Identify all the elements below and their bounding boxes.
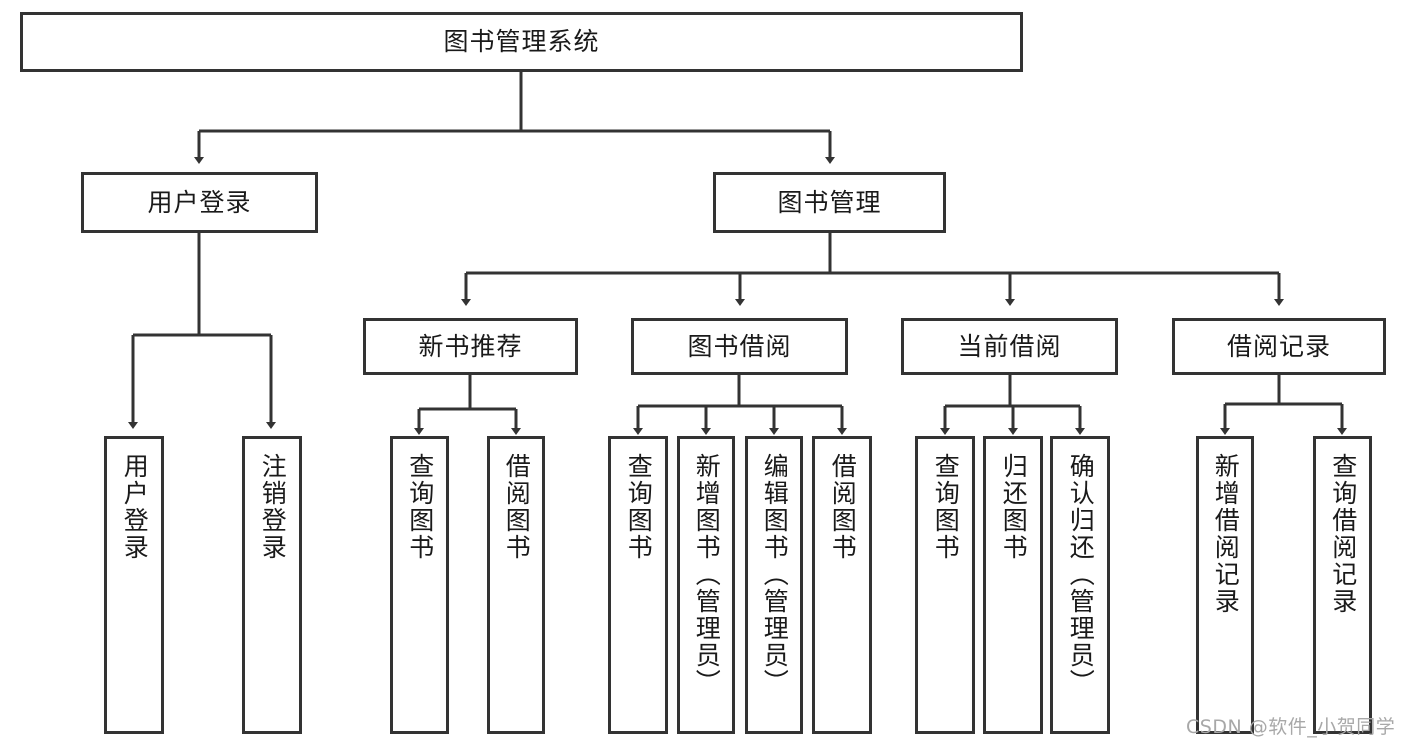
leaf-book-borrow-edit-book-admin[interactable]: 编辑图书（管理员） (745, 436, 803, 734)
node-current-borrow[interactable]: 当前借阅 (901, 318, 1118, 375)
node-label: 用户登录 (147, 187, 252, 217)
node-label: 查询借阅记录 (1328, 453, 1358, 615)
node-label: 新书推荐 (418, 331, 523, 361)
leaf-new-book-query-book[interactable]: 查询图书 (390, 436, 449, 734)
leaf-current-borrow-return-book[interactable]: 归还图书 (983, 436, 1043, 734)
leaf-user-login-logout[interactable]: 注销登录 (242, 436, 302, 734)
leaf-new-book-borrow-book[interactable]: 借阅图书 (487, 436, 545, 734)
node-new-book-recommend[interactable]: 新书推荐 (363, 318, 578, 375)
watermark: CSDN @软件_小贺同学 (1186, 716, 1396, 738)
node-label: 归还图书 (999, 453, 1029, 561)
node-label: 当前借阅 (957, 331, 1062, 361)
leaf-borrow-record-add-record[interactable]: 新增借阅记录 (1196, 436, 1254, 734)
node-borrow-record[interactable]: 借阅记录 (1172, 318, 1386, 375)
node-user-login[interactable]: 用户登录 (81, 172, 318, 233)
node-label: 图书借阅 (687, 331, 792, 361)
node-label: 确认归还（管理员） (1066, 453, 1096, 696)
node-label: 借阅记录 (1226, 331, 1331, 361)
node-label: 查询图书 (624, 453, 654, 561)
leaf-book-borrow-add-book-admin[interactable]: 新增图书（管理员） (677, 436, 735, 734)
leaf-borrow-record-query-record[interactable]: 查询借阅记录 (1313, 436, 1372, 734)
node-label: 编辑图书（管理员） (760, 453, 790, 696)
node-label: 图书管理系统 (443, 27, 600, 57)
node-label: 注销登录 (258, 453, 288, 561)
node-book-borrow[interactable]: 图书借阅 (631, 318, 848, 375)
node-label: 图书管理 (777, 187, 882, 217)
node-book-management[interactable]: 图书管理 (713, 172, 946, 233)
node-label: 借阅图书 (828, 453, 858, 561)
leaf-book-borrow-borrow-book[interactable]: 借阅图书 (812, 436, 872, 734)
node-label: 新增借阅记录 (1211, 453, 1241, 615)
node-label: 查询图书 (931, 453, 961, 561)
node-label: 借阅图书 (502, 453, 532, 561)
leaf-book-borrow-query-book[interactable]: 查询图书 (608, 436, 668, 734)
node-root-library-management-system[interactable]: 图书管理系统 (20, 12, 1023, 72)
leaf-user-login-login[interactable]: 用户登录 (104, 436, 164, 734)
node-label: 新增图书（管理员） (692, 453, 722, 696)
node-label: 查询图书 (405, 453, 435, 561)
leaf-current-borrow-confirm-return-admin[interactable]: 确认归还（管理员） (1050, 436, 1110, 734)
node-label: 用户登录 (120, 453, 150, 561)
leaf-current-borrow-query-book[interactable]: 查询图书 (915, 436, 975, 734)
